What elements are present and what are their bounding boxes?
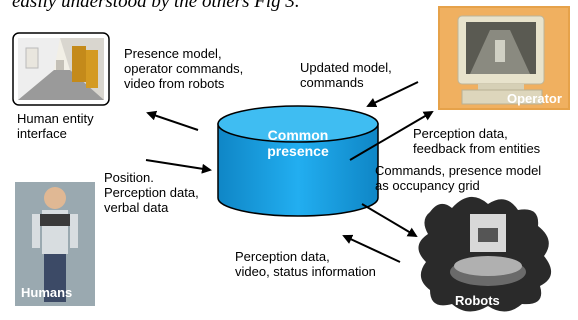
flow-from-operator-text: Updated model, commands	[300, 60, 392, 90]
arrow-to-interface	[146, 110, 199, 131]
arrow-from-operator	[366, 81, 419, 108]
flow-to-operator-text: Perception data, feedback from entities	[413, 126, 541, 156]
robots-image	[418, 196, 552, 312]
robots-label: Robots	[455, 293, 500, 308]
interface-image	[12, 32, 110, 106]
center-label-line1: Common	[267, 127, 329, 143]
arrow-to-operator	[349, 110, 434, 161]
operator-label: Operator	[507, 91, 562, 106]
flow-from-humans-text: Position. Perception data, verbal data	[104, 170, 199, 215]
arrow-from-humans	[145, 159, 212, 174]
flow-to-interface-text: Presence model, operator commands, video…	[124, 46, 244, 91]
operator-image	[438, 6, 570, 110]
humans-label: Humans	[21, 285, 73, 300]
flow-to-robots-text: Commands, presence model as occupancy gr…	[375, 163, 542, 193]
flow-from-robots-text: Perception data, video, status informati…	[235, 249, 376, 279]
arrow-to-robots	[361, 203, 418, 238]
header-text-fragment: easily understood by the others Fig 3.	[12, 0, 300, 11]
center-label-line2: presence	[267, 143, 329, 159]
interface-caption: Human entity interface	[17, 111, 94, 141]
common-presence-cylinder	[217, 105, 379, 217]
center-label: Common presence	[238, 127, 358, 159]
arrow-from-robots	[342, 234, 401, 263]
humans-image	[15, 182, 95, 306]
